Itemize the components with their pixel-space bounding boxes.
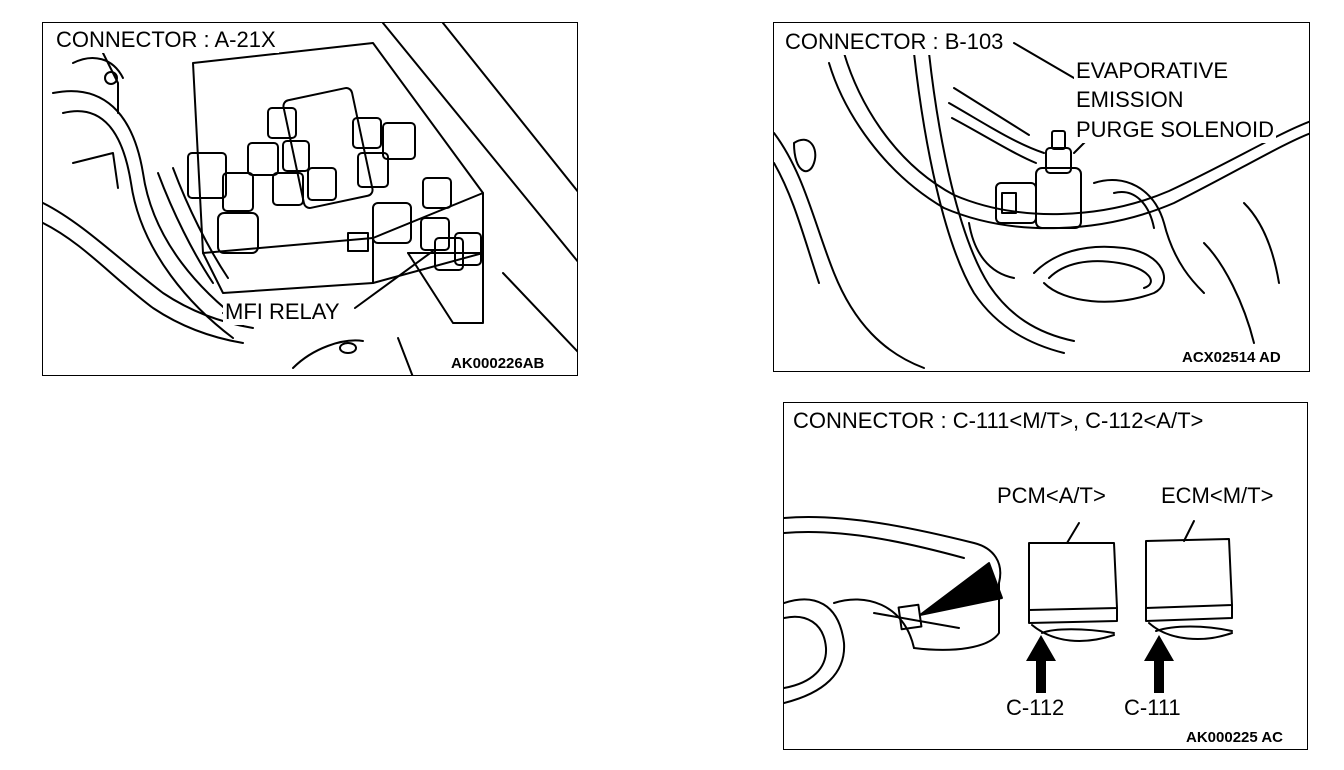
purge-solenoid-callout-line-1: EVAPORATIVE [1074, 58, 1231, 84]
pcm-label: PCM<A/T> [997, 483, 1106, 508]
c112-connector-label: C-112 [1006, 695, 1065, 720]
purge-solenoid-callout-line-3: PURGE SOLENOID [1074, 117, 1277, 143]
panel-b-title: CONNECTOR : B-103 [782, 29, 1007, 55]
purge-solenoid-callout-line-2: EMISSION [1074, 87, 1186, 113]
ecm-label: ECM<M/T> [1161, 483, 1274, 508]
purge-solenoid-illustration [774, 42, 1309, 369]
engine-bay-relay-illustration [43, 23, 577, 375]
connector-a21x-panel: CONNECTOR : A-21X MFI RELAY AK000226AB [42, 22, 578, 376]
panel-a-title: CONNECTOR : A-21X [53, 27, 279, 53]
panel-a-figure-code: AK000226AB [449, 355, 547, 372]
panel-c-title: CONNECTOR : C-111<M/T>, C-112<A/T> [790, 408, 1207, 434]
c111-connector-label: C-111 [1124, 695, 1181, 720]
pcm-ecm-location-illustration [784, 516, 1233, 704]
panel-b-figure-code: ACX02514 AD [1180, 349, 1283, 366]
connector-c111-c112-panel: CONNECTOR : C-111<M/T>, C-112<A/T> PCM<A… [783, 402, 1308, 750]
connector-b103-panel: CONNECTOR : B-103 EVAPORATIVE EMISSION P… [773, 22, 1310, 372]
panel-c-figure-code: AK000225 AC [1184, 729, 1285, 746]
mfi-relay-callout: MFI RELAY [223, 299, 342, 325]
